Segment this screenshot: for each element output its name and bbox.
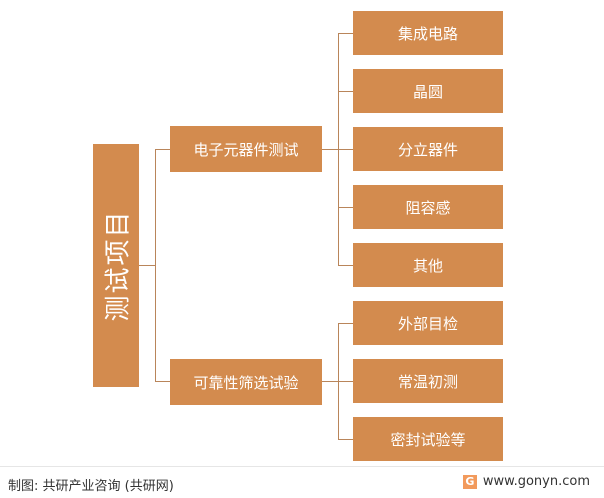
connector — [155, 149, 156, 382]
leaf-node: 外部目检 — [353, 301, 503, 345]
leaf-node: 分立器件 — [353, 127, 503, 171]
connector — [338, 33, 353, 34]
leaf-label: 集成电路 — [397, 24, 458, 43]
connector — [139, 265, 155, 266]
leaf-node: 晶圆 — [353, 69, 503, 113]
leaf-label: 密封试验等 — [390, 430, 466, 449]
branch-electronic-components: 电子元器件测试 — [170, 126, 322, 172]
leaf-label: 外部目检 — [397, 314, 458, 333]
connector — [155, 381, 170, 382]
leaf-node: 集成电路 — [353, 11, 503, 55]
footer: 制图: 共研产业咨询 (共研网) G www.gonyn.com — [0, 466, 604, 498]
leaf-node: 常温初测 — [353, 359, 503, 403]
root-node: 测试项目 — [93, 144, 139, 387]
connector — [338, 439, 353, 440]
connector — [155, 149, 170, 150]
connector — [322, 381, 338, 382]
branch-reliability-screening: 可靠性筛选试验 — [170, 359, 322, 405]
leaf-node: 阻容感 — [353, 185, 503, 229]
leaf-node: 密封试验等 — [353, 417, 503, 461]
root-label: 测试项目 — [103, 209, 134, 322]
site-url: www.gonyn.com — [482, 474, 590, 489]
leaf-label: 分立器件 — [397, 140, 458, 159]
connector — [322, 149, 338, 150]
connector — [338, 207, 353, 208]
connector — [338, 381, 353, 382]
connector — [338, 265, 353, 266]
leaf-label: 其他 — [412, 256, 443, 275]
connector — [338, 323, 353, 324]
leaf-label: 阻容感 — [405, 198, 451, 217]
source-text: 制图: 共研产业咨询 (共研网) — [8, 479, 174, 494]
site-credit: G www.gonyn.com — [462, 474, 590, 489]
leaf-node: 其他 — [353, 243, 503, 287]
connector — [338, 91, 353, 92]
branch-label: 电子元器件测试 — [193, 140, 299, 159]
branch-label: 可靠性筛选试验 — [193, 373, 299, 392]
connector — [338, 149, 353, 150]
leaf-label: 常温初测 — [397, 372, 458, 391]
leaf-label: 晶圆 — [412, 82, 443, 101]
gonyn-logo-icon: G — [462, 474, 477, 489]
